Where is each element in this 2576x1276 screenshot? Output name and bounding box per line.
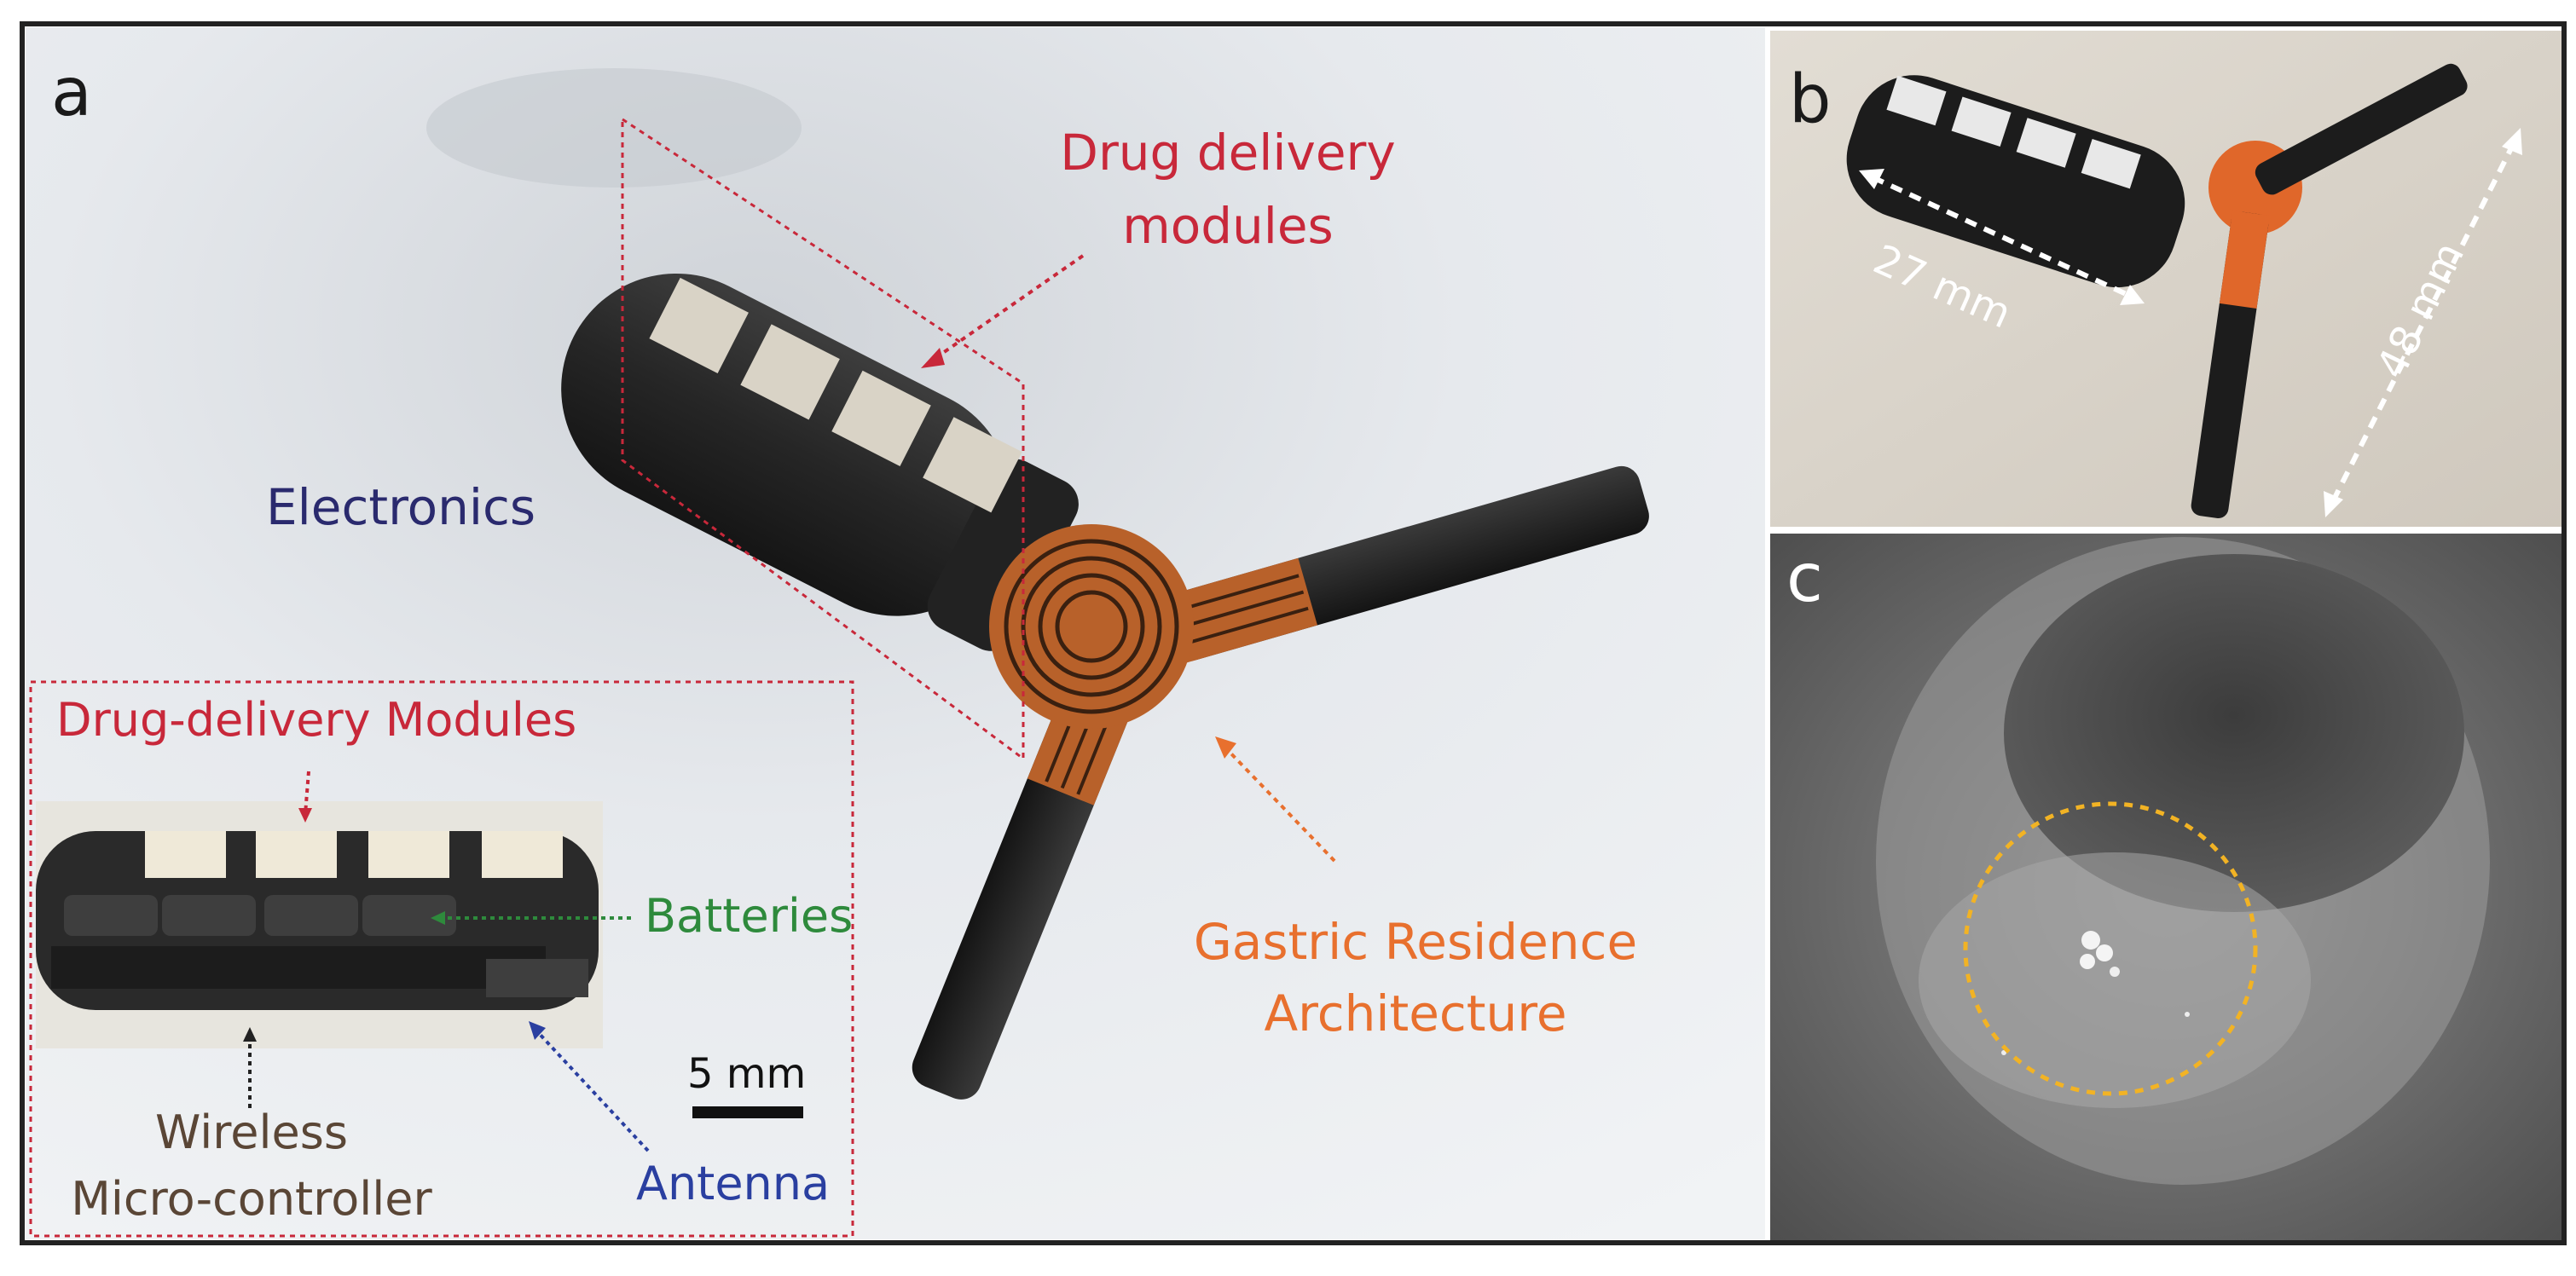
capsule-body <box>561 273 1012 616</box>
gastric-residence-label-line2: Architecture <box>1264 984 1567 1042</box>
scale-bar <box>692 1106 803 1118</box>
inset-title: Drug-delivery Modules <box>56 693 577 747</box>
panel-c-letter: c <box>1786 540 1823 617</box>
scale-bar-label: 5 mm <box>687 1050 807 1098</box>
batteries-label: Batteries <box>645 889 854 943</box>
inset-frame <box>29 680 854 1238</box>
panel-a-background <box>26 27 1765 1239</box>
capsule-collar <box>927 459 1079 651</box>
drug-arrow <box>928 254 1085 364</box>
xray-device <box>2081 931 2100 950</box>
photo-capsule <box>1846 75 2185 288</box>
dim-27-arrow <box>1871 175 2133 299</box>
drug-module-3 <box>831 370 931 466</box>
panel-a-letter: a <box>51 55 92 131</box>
drug-delivery-label-line1: Drug delivery <box>1060 124 1396 182</box>
panel-b-letter: b <box>1789 61 1832 138</box>
xray-stomach-gas <box>2004 554 2464 912</box>
drug-module-2 <box>740 324 840 420</box>
device-render <box>561 273 1649 1100</box>
antenna-label: Antenna <box>636 1157 831 1210</box>
drug-module-4 <box>923 417 1022 513</box>
dim-48-arrow <box>2330 141 2516 505</box>
cross-section-render <box>36 801 603 1048</box>
modules-highlight-box <box>621 117 1025 761</box>
xray-highlight-circle <box>1963 801 2258 1096</box>
electronics-label: Electronics <box>266 478 536 536</box>
figure-frame <box>20 21 2567 1245</box>
wireless-label-line2: Micro-controller <box>71 1172 432 1226</box>
wireless-label-line1: Wireless <box>155 1106 348 1159</box>
hub-copper <box>989 524 1194 729</box>
gastric-residence-label-line1: Gastric Residence <box>1193 913 1638 971</box>
gastric-arrow <box>1222 744 1336 863</box>
drug-module-1 <box>649 277 749 373</box>
drug-delivery-label-line2: modules <box>1122 197 1334 255</box>
panel-a-shadow <box>426 68 802 188</box>
